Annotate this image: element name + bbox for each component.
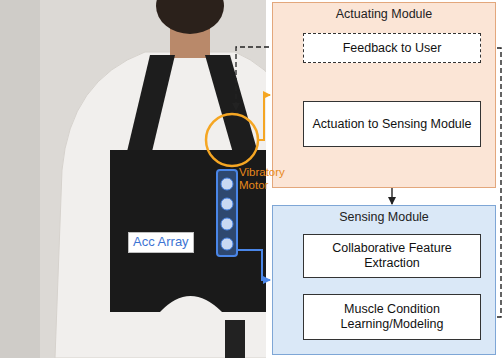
motor-leader (258, 95, 270, 140)
module-box: Sensing ModuleCollaborative Feature Extr… (272, 205, 496, 355)
right-strap (205, 55, 260, 160)
left-strap (125, 55, 175, 160)
brace-panel (110, 150, 266, 312)
brace-cutout (160, 296, 222, 312)
shirt (55, 52, 266, 358)
motor-circle (206, 114, 258, 166)
process-box: Feedback to User (303, 33, 481, 63)
part-label: Vibratory Motor (239, 166, 271, 192)
box-text: Actuation to Sensing Module (312, 117, 471, 132)
box-text: Feedback to User (343, 41, 442, 56)
box-text: Collaborative Feature Extraction (310, 241, 474, 271)
box-text: Muscle Condition Learning/Modeling (310, 302, 474, 332)
accelerometer (221, 238, 233, 250)
process-box: Collaborative Feature Extraction (303, 234, 481, 278)
wall-shade (0, 0, 40, 358)
process-box: Actuation to Sensing Module (303, 101, 481, 147)
photo-illustration (0, 0, 266, 358)
acc-leader (238, 250, 270, 280)
acc-array (217, 170, 237, 256)
accelerometer (221, 178, 233, 190)
part-label: Acc Array (128, 232, 194, 253)
module-title: Actuating Module (273, 7, 495, 21)
module-box: Actuating ModuleFeedback to UserActuatio… (272, 2, 496, 188)
accelerometer (221, 198, 233, 210)
cable (225, 320, 245, 358)
process-box: Muscle Condition Learning/Modeling (303, 294, 481, 340)
hair (156, 0, 224, 34)
module-title: Sensing Module (273, 210, 495, 224)
accelerometer (221, 218, 233, 230)
